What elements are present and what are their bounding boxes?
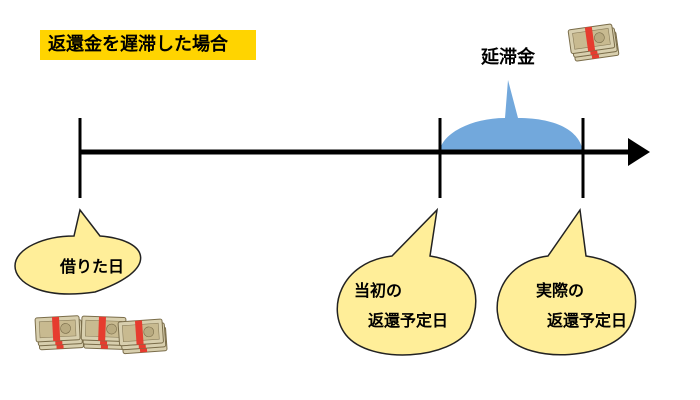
late-fee-label: 延滞金 xyxy=(480,46,536,68)
bubble-borrow-day xyxy=(14,208,142,295)
actual-due-line2: 返還予定日 xyxy=(547,311,627,330)
late-fee-area xyxy=(440,80,583,152)
borrow-day-label: 借りた日 xyxy=(59,257,124,276)
cash-bundle-icon xyxy=(35,316,84,350)
cash-bundle-icon xyxy=(568,23,619,61)
actual-due-line1: 実際の xyxy=(536,281,584,300)
timeline-arrowhead xyxy=(628,138,650,166)
cash-bundle-icon xyxy=(118,319,167,354)
bubble-actual-due xyxy=(496,207,637,356)
bubble-initial-due xyxy=(336,207,477,356)
initial-due-line1: 当初の xyxy=(354,281,402,300)
title-banner: 返還金を遅滞した場合 xyxy=(40,30,256,60)
initial-due-line2: 返還予定日 xyxy=(368,311,448,330)
